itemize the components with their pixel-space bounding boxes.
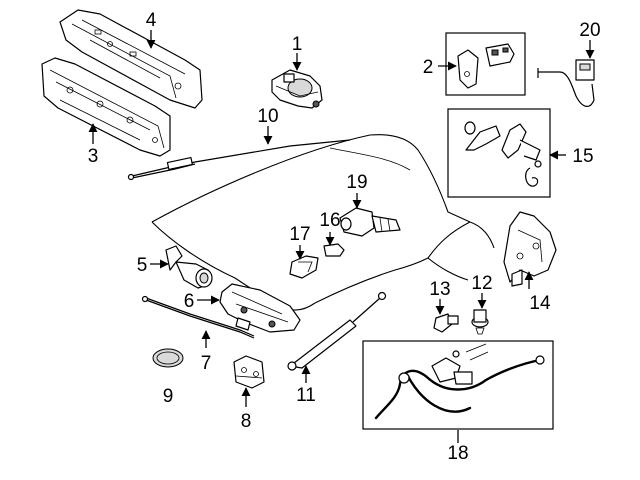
callout-6: 6 — [184, 291, 195, 312]
callout-5: 5 — [137, 255, 148, 276]
callout-4: 4 — [146, 10, 157, 31]
callout-12: 12 — [471, 273, 492, 294]
part-9-emblem — [152, 348, 184, 368]
part-18-cable-box — [362, 340, 554, 430]
callout-14: 14 — [529, 293, 551, 314]
part-5-hinge-actuator — [165, 245, 213, 289]
callout-3: 3 — [88, 146, 99, 167]
callout-19: 19 — [346, 172, 367, 193]
callout-15: 15 — [572, 146, 593, 167]
callout-8: 8 — [241, 411, 252, 432]
hood-outline — [151, 134, 495, 311]
part-19-latch — [339, 207, 401, 237]
part-7-rod — [141, 295, 255, 339]
callout-20: 20 — [579, 20, 600, 41]
part-10-rod — [127, 139, 351, 181]
part-17-bumper — [289, 255, 319, 279]
part-8-bracket — [233, 355, 265, 389]
callout-13: 13 — [429, 279, 450, 300]
part-13-bolt — [433, 313, 459, 333]
part-20-sensor — [537, 59, 595, 107]
part-3-panel — [41, 57, 171, 157]
callout-2: 2 — [423, 57, 434, 78]
callout-18: 18 — [447, 443, 468, 464]
part-1-actuator — [271, 69, 323, 109]
part-14-latch-bracket — [503, 211, 557, 287]
callout-labels: 1 2 3 4 5 6 7 8 9 10 11 12 13 14 15 16 1… — [88, 10, 601, 464]
callout-16: 16 — [319, 210, 340, 231]
part-15-latch-box — [447, 108, 551, 198]
part-6-hinge — [219, 283, 301, 333]
callout-11: 11 — [296, 385, 316, 406]
part-2-bracket-box — [445, 32, 526, 96]
part-11-strut — [287, 291, 387, 371]
callout-7: 7 — [201, 353, 212, 374]
callout-1: 1 — [292, 34, 303, 55]
callout-17: 17 — [289, 224, 310, 245]
part-12-stud — [471, 309, 489, 335]
part-16-clip — [323, 243, 345, 257]
leader-lines — [88, 30, 595, 443]
callout-9: 9 — [163, 386, 174, 407]
part-4-panel — [59, 9, 203, 109]
callout-10: 10 — [257, 106, 278, 127]
